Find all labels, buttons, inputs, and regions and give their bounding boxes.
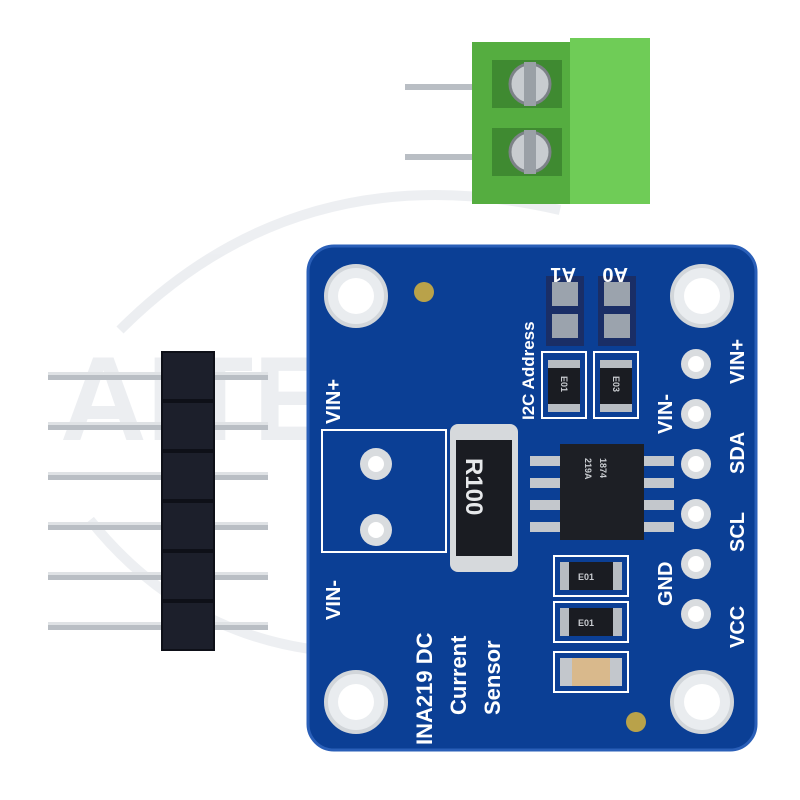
board-name-line3: Sensor: [480, 640, 505, 715]
smd-resistor: E01: [553, 601, 629, 643]
board-name-line1: INA219 DC: [412, 632, 437, 745]
pin-label-gnd: GND: [655, 562, 677, 606]
ina219-chip: 1874 219A: [530, 444, 674, 540]
header-pad-hole: [688, 606, 704, 622]
pin-label-scl: SCL: [727, 512, 749, 552]
header-pin: [48, 501, 268, 551]
shunt-resistor-marking: R100: [460, 458, 487, 515]
address-label-a1: A1: [550, 263, 576, 285]
ic-lead: [642, 478, 674, 488]
header-pin: [48, 551, 268, 601]
header-pad-hole: [688, 356, 704, 372]
address-label-a0: A0: [602, 263, 628, 285]
header-pin: [48, 601, 268, 651]
header-pad-hole: [688, 556, 704, 572]
pcb-board: VIN+ VIN- INA219 DC Current Sensor R100 …: [306, 244, 758, 752]
terminal-label-vin-plus: VIN+: [323, 379, 345, 424]
ic-lead: [530, 456, 562, 466]
ic-lead: [530, 478, 562, 488]
header-pad-hole: [688, 406, 704, 422]
header-pin: [48, 451, 268, 501]
svg-text:E03: E03: [611, 376, 621, 392]
ic-lead: [530, 522, 562, 532]
board-name-line2: Current: [446, 635, 471, 715]
ic-lead: [642, 522, 674, 532]
ic-lead: [642, 500, 674, 510]
terminal-screw-1: [492, 60, 562, 108]
header-pad-hole: [688, 506, 704, 522]
smd-resistor: E01: [541, 351, 587, 419]
svg-text:E01: E01: [559, 376, 569, 392]
pin-header: [48, 351, 268, 651]
ic-lead: [530, 500, 562, 510]
mounting-hole-bottom-right: [670, 670, 734, 734]
ic-marking-line1: 1874: [598, 458, 608, 478]
header-pin: [48, 351, 268, 401]
smd-resistor: E01: [553, 555, 629, 597]
svg-text:E01: E01: [578, 618, 594, 628]
mounting-hole-top-right: [670, 264, 734, 328]
mounting-hole-bottom-left: [324, 670, 388, 734]
address-section-label: I2C Address: [519, 321, 538, 420]
terminal-label-vin-minus: VIN-: [323, 580, 345, 620]
header-pin: [48, 401, 268, 451]
terminal-footprint: [321, 429, 447, 553]
ic-lead: [642, 456, 674, 466]
fiducial-mark: [626, 712, 646, 732]
screw-terminal-block: [405, 38, 650, 204]
shunt-resistor: R100: [450, 424, 518, 572]
ic-marking-line2: 219A: [583, 458, 593, 480]
header-pads: [681, 349, 711, 629]
mounting-hole-top-left: [324, 264, 388, 328]
smd-capacitor: [553, 651, 629, 693]
pin-label-vcc: VCC: [727, 606, 749, 648]
address-jumper-pads: [546, 276, 636, 346]
pin-label-vin-plus: VIN+: [727, 339, 749, 384]
terminal-screw-2: [492, 128, 562, 176]
fiducial-mark: [414, 282, 434, 302]
header-pad-hole: [688, 456, 704, 472]
pin-label-sda: SDA: [727, 432, 749, 474]
pin-label-vin-minus: VIN-: [655, 394, 677, 434]
svg-text:E01: E01: [578, 572, 594, 582]
smd-resistor: E03: [593, 351, 639, 419]
